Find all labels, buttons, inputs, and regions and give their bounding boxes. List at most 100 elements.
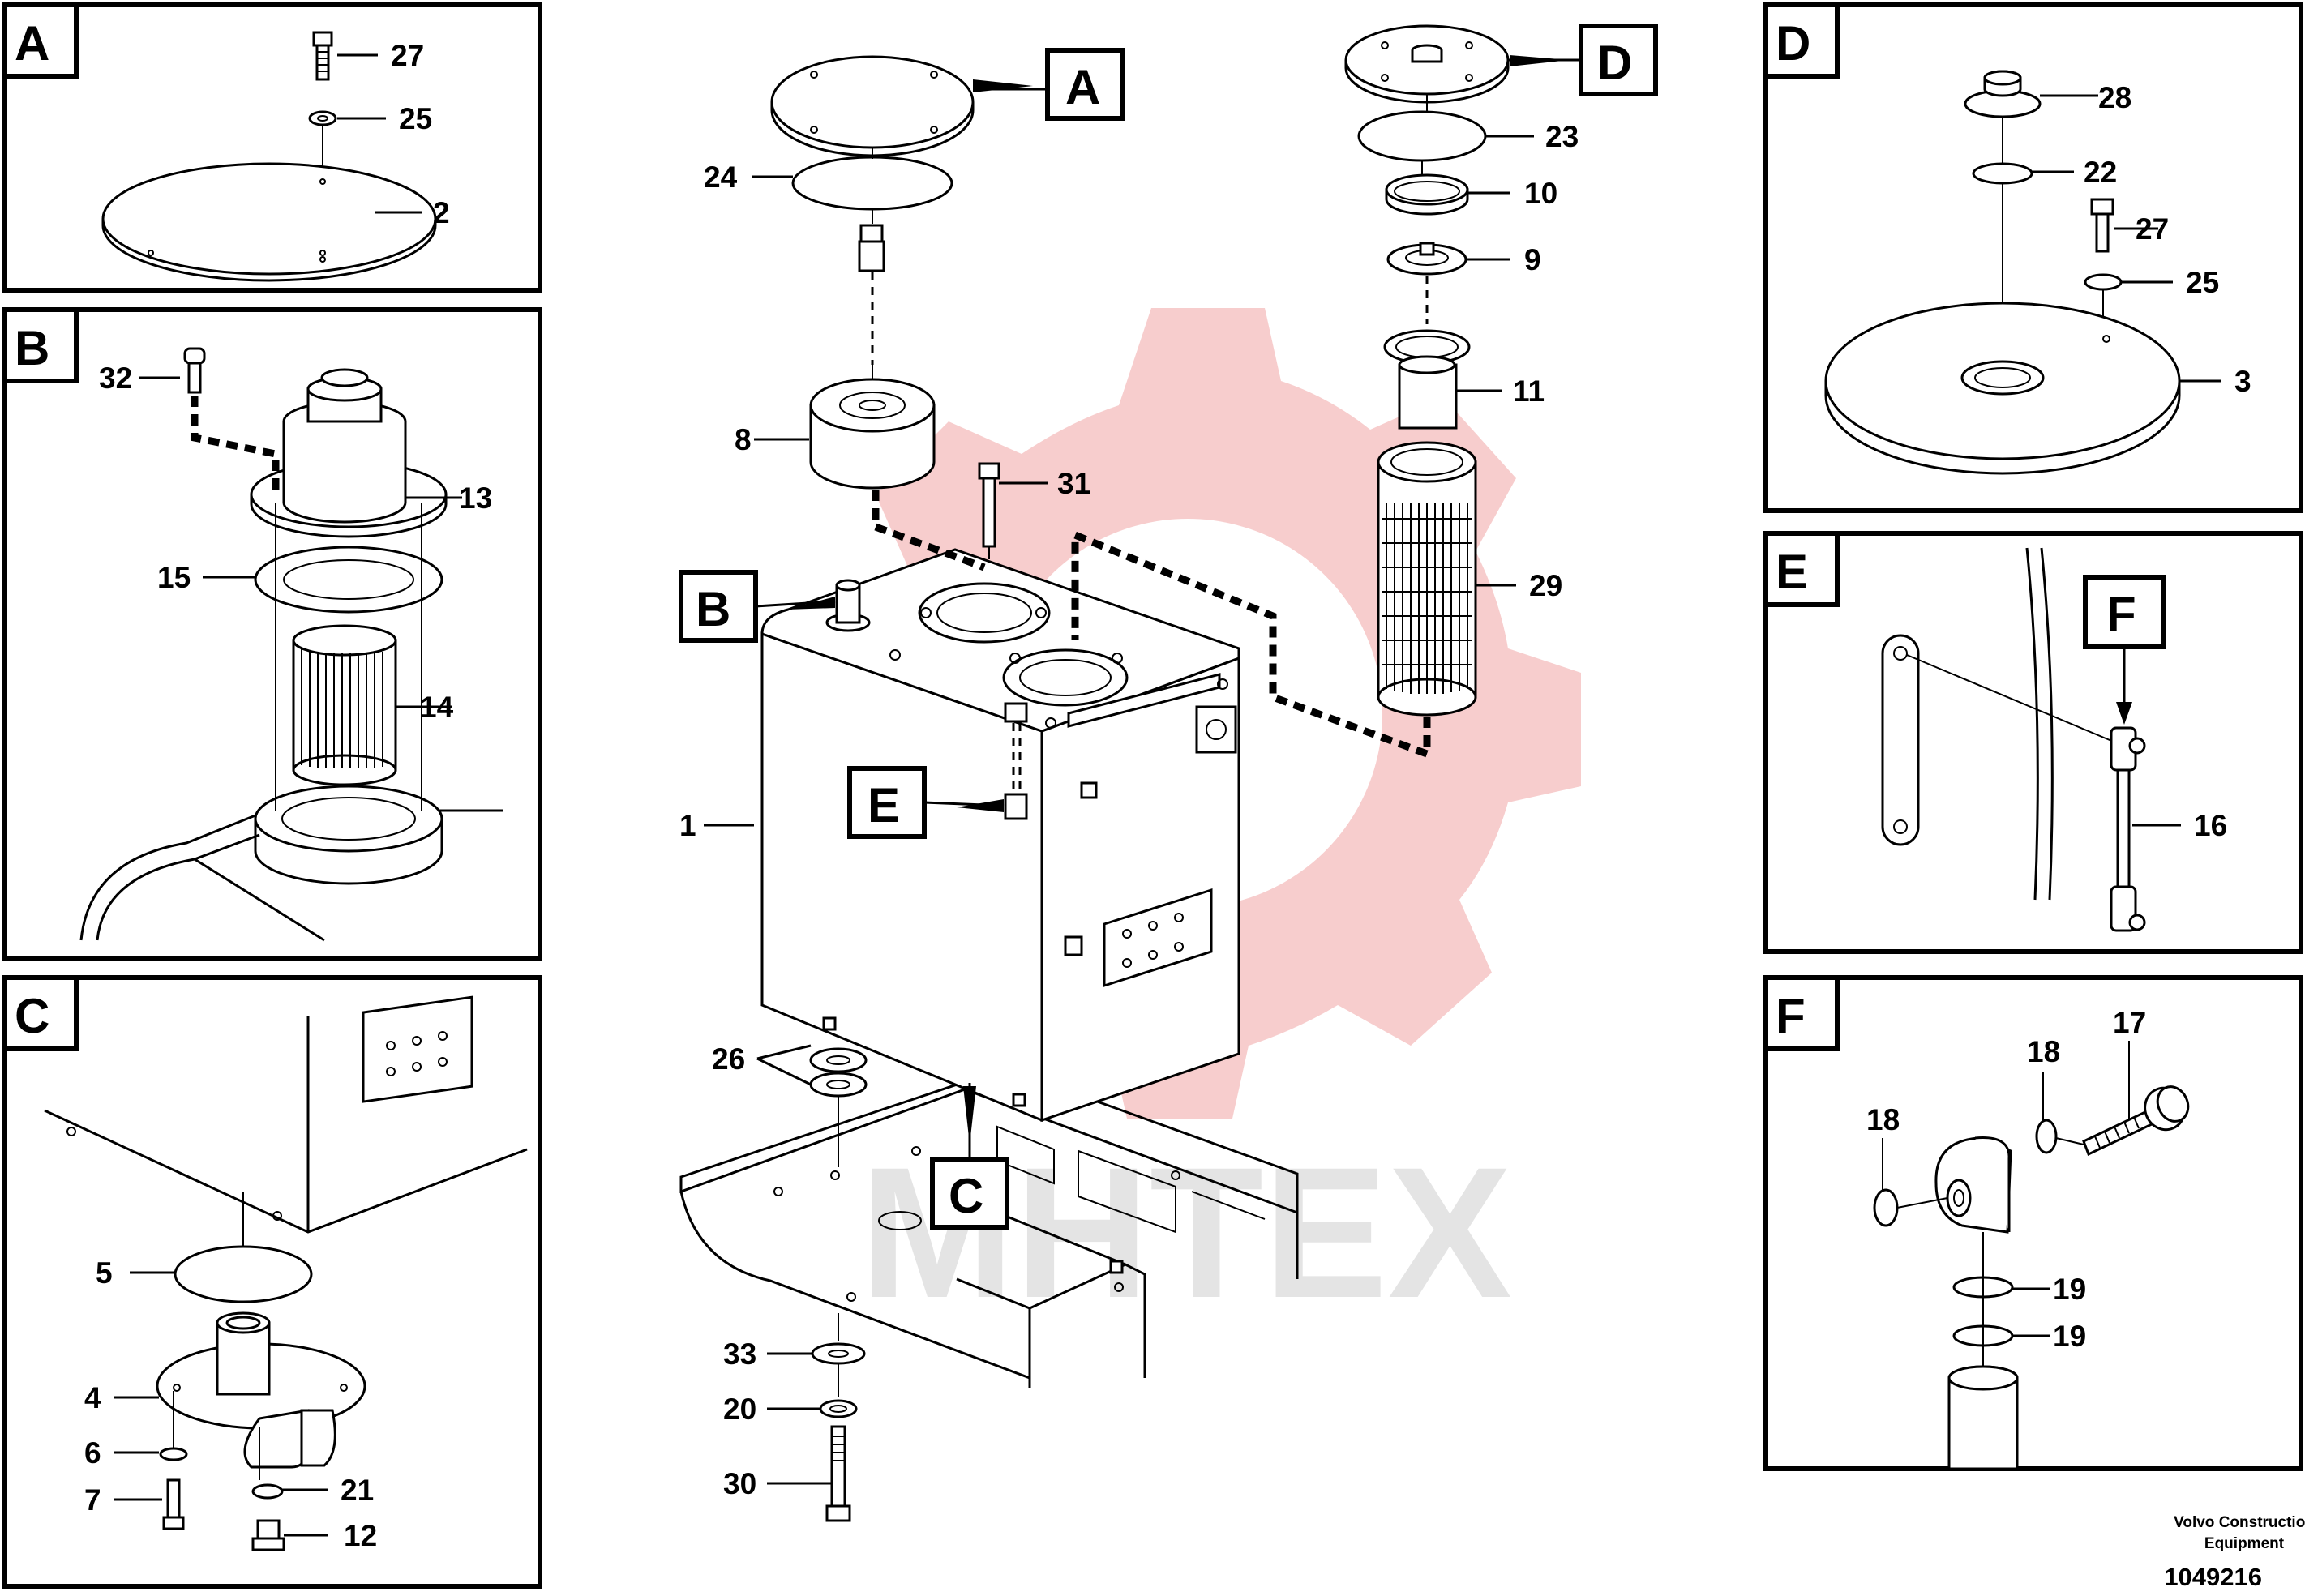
panel-a-label-2: 2 [433, 196, 450, 229]
panel-f-label-19-upper: 19 [2053, 1273, 2086, 1306]
main-label-33: 33 [723, 1337, 756, 1371]
main-label-20: 20 [723, 1393, 756, 1426]
panel-f-banjo-bolt [2082, 1085, 2190, 1157]
detail-panel-f: F 17 18 18 19 [1763, 975, 2303, 1471]
detail-panel-e: E F 16 [1763, 531, 2303, 954]
panel-a-bolt [312, 31, 333, 81]
main-label-31: 31 [1057, 467, 1090, 500]
panel-c-label-6: 6 [84, 1436, 101, 1470]
publisher-line2: Equipment [2204, 1535, 2285, 1552]
main-callout-d-label: D [1597, 36, 1632, 90]
panel-b-gasket [254, 546, 443, 614]
panel-d-label-27: 27 [2136, 212, 2169, 246]
main-label-9: 9 [1524, 243, 1541, 276]
main-filter-housing [809, 378, 936, 490]
panel-e-bracket [1881, 634, 1920, 846]
main-label-29: 29 [1529, 569, 1562, 602]
detail-panel-c: C [2, 975, 542, 1589]
panel-a-tag: A [15, 16, 49, 71]
panel-c-suction-flange [156, 1311, 366, 1469]
panel-e-tag: E [1776, 545, 1808, 599]
panel-a-washer [308, 110, 337, 126]
panel-f-banjo-fitting [1934, 1136, 2012, 1234]
panel-a-label-27: 27 [391, 39, 424, 72]
panel-b-label-32: 32 [99, 362, 132, 395]
main-label-23: 23 [1545, 120, 1579, 153]
panel-d-label-28: 28 [2098, 81, 2131, 114]
panel-f-o-ring-right [2035, 1119, 2058, 1154]
panel-a-label-25: 25 [399, 102, 432, 135]
panel-d-label-22: 22 [2084, 156, 2117, 189]
panel-e-level-gauge [2110, 726, 2146, 932]
publisher-footer: Volvo Construction Equipment 1049216 [2164, 1514, 2305, 1591]
main-bolt-30 [825, 1425, 851, 1522]
panel-c-tag: C [15, 989, 49, 1043]
main-filter-connector [858, 224, 885, 272]
panel-f-seal-upper [1952, 1276, 2014, 1299]
panel-b-breather-flange [250, 368, 448, 538]
main-return-filter-29 [1377, 441, 1477, 717]
panel-d-label-25: 25 [2186, 266, 2219, 299]
panel-b-tag: B [15, 321, 49, 375]
panel-b-filter-element [292, 624, 397, 786]
panel-d-cap [1964, 70, 2042, 118]
main-washer-33 [811, 1342, 866, 1365]
main-callout-b-label: B [696, 582, 730, 636]
panel-c-label-4: 4 [84, 1381, 101, 1414]
panel-a-cover-plate [101, 162, 437, 282]
panel-c-drain-plug [251, 1519, 285, 1551]
main-filter-element-11 [1383, 329, 1471, 430]
main-o-ring-23 [1357, 110, 1487, 162]
main-label-10: 10 [1524, 177, 1557, 210]
document-number: 1049216 [2164, 1563, 2262, 1591]
main-washer-20 [819, 1399, 858, 1418]
panel-c-label-5: 5 [96, 1256, 113, 1290]
main-assembly: A D B E C 24 8 31 23 10 9 11 29 [679, 24, 1658, 1522]
main-label-26: 26 [712, 1042, 745, 1076]
panel-c-washer [159, 1447, 188, 1461]
detail-panel-d: D 28 22 27 25 3 [1763, 2, 2303, 513]
panel-d-washer [2084, 273, 2123, 291]
main-cover-d [1344, 24, 1510, 104]
panel-c-label-21: 21 [341, 1474, 374, 1507]
main-bolt-31 [978, 462, 1000, 548]
panel-d-cover-plate [1824, 302, 2181, 475]
panel-f-label-19-lower: 19 [2053, 1320, 2086, 1353]
panel-f-label-17: 17 [2113, 1006, 2146, 1039]
main-callout-b[interactable] [679, 570, 758, 643]
main-label-11: 11 [1513, 374, 1545, 408]
panel-d-bolt [2090, 198, 2114, 253]
panel-b-screw [183, 347, 206, 394]
panel-e-callout-f-label: F [2106, 587, 2136, 641]
main-callout-e[interactable] [847, 766, 927, 839]
panel-b-label-15: 15 [157, 561, 191, 594]
panel-c-label-12: 12 [344, 1519, 377, 1552]
panel-c-label-7: 7 [84, 1483, 101, 1517]
main-label-24: 24 [704, 160, 738, 194]
panel-f-label-18-left: 18 [1866, 1103, 1900, 1136]
main-callout-d[interactable] [1579, 24, 1658, 96]
panel-c-bolt [162, 1478, 185, 1530]
main-callout-a[interactable] [1045, 48, 1125, 121]
main-valve-9 [1386, 242, 1467, 324]
panel-b-label-13: 13 [459, 481, 492, 515]
main-shims-26 [809, 1047, 868, 1098]
panel-d-tag: D [1776, 16, 1810, 71]
main-callout-e-label: E [868, 778, 900, 832]
panel-e-label-16: 16 [2194, 809, 2227, 842]
panel-c-seal-washer [251, 1483, 284, 1500]
panel-f-tag: F [1776, 989, 1806, 1043]
main-o-ring-24 [791, 156, 953, 211]
publisher-line1: Volvo Construction [2174, 1514, 2305, 1531]
main-cover-plate [770, 55, 975, 157]
main-label-30: 30 [723, 1467, 756, 1500]
main-label-8: 8 [735, 423, 752, 456]
main-callout-a-label: A [1065, 60, 1100, 114]
panel-f-label-18-right: 18 [2027, 1035, 2060, 1068]
panel-b-label-14: 14 [420, 691, 454, 724]
panel-d-label-3: 3 [2234, 365, 2251, 398]
main-spring-retainer [1385, 173, 1469, 216]
main-callout-c-label: C [949, 1169, 983, 1223]
main-label-1: 1 [679, 809, 696, 842]
